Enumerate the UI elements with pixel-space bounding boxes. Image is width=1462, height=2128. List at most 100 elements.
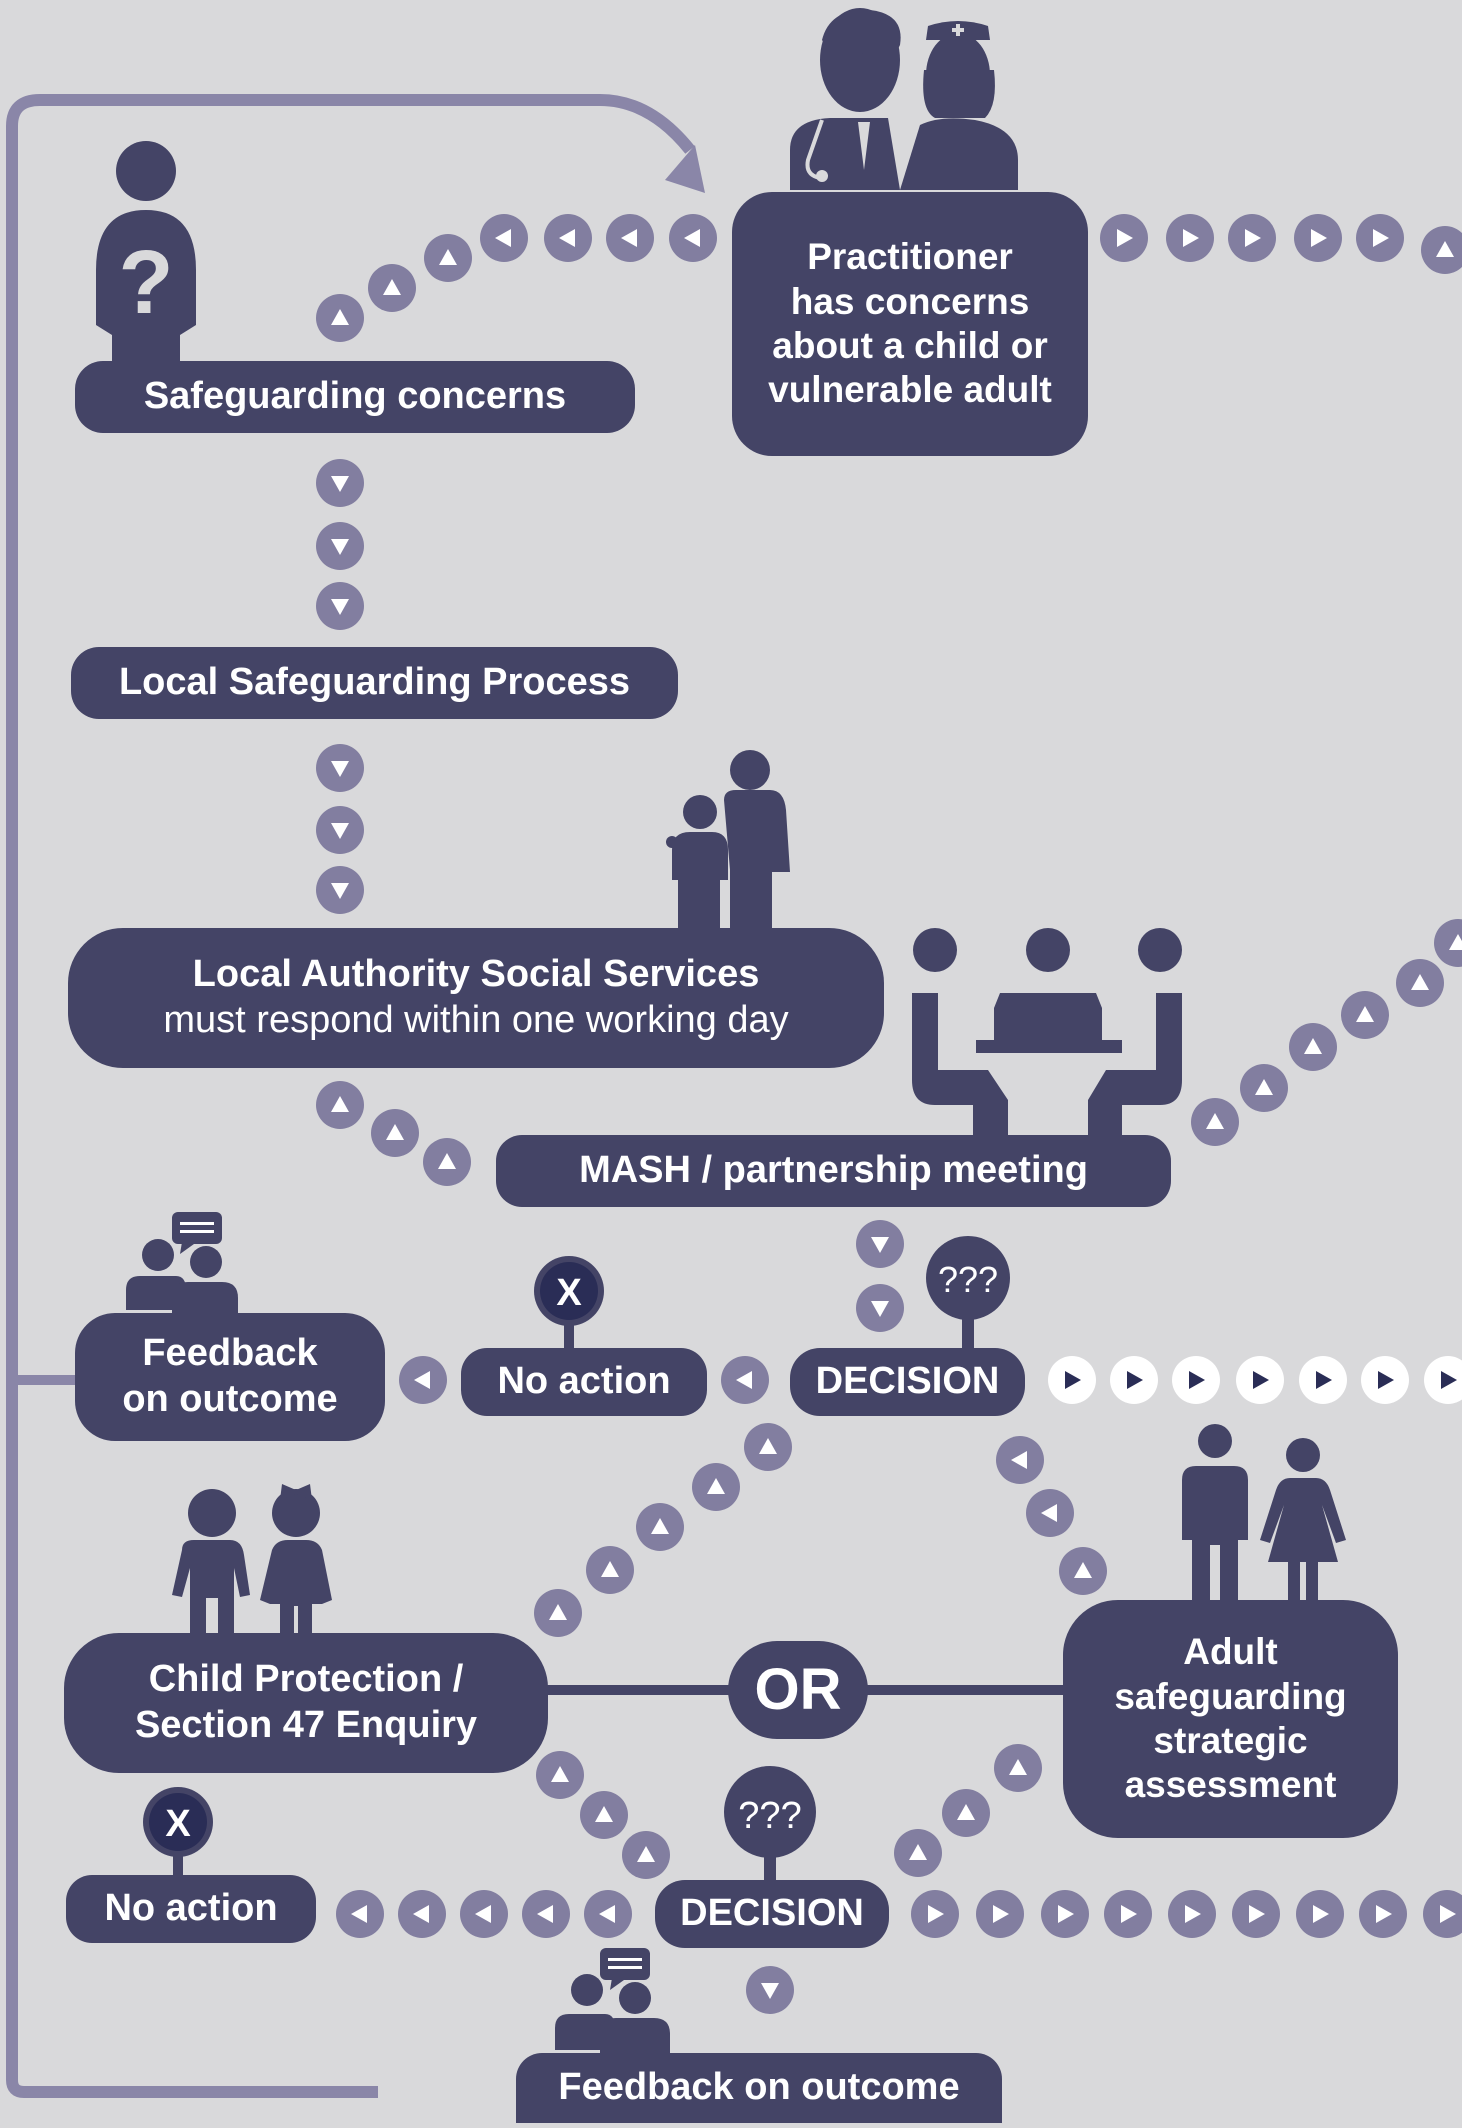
- arrow-marker: [1296, 1890, 1344, 1938]
- arrow-marker: [1424, 1356, 1462, 1404]
- adult-safeguarding-box: Adult safeguarding strategic assessment: [1063, 1600, 1398, 1838]
- decision-box-1: DECISION: [790, 1348, 1025, 1416]
- arrow-marker: [1423, 1890, 1462, 1938]
- or-label: OR: [754, 1657, 842, 1723]
- practitioner-line-4: vulnerable adult: [768, 369, 1052, 411]
- arrow-marker: [894, 1829, 942, 1877]
- svg-text:?: ?: [119, 233, 174, 333]
- social-services-box: Local Authority Social Services must res…: [68, 928, 884, 1068]
- social-services-title: Local Authority Social Services: [192, 953, 760, 996]
- decision-label-2: DECISION: [680, 1892, 864, 1935]
- arrow-marker: [622, 1831, 670, 1879]
- social-services-subtitle: must respond within one working day: [163, 999, 789, 1041]
- feedback-on-outcome-box-1: Feedback on outcome: [75, 1313, 385, 1441]
- arrow-marker: [544, 214, 592, 262]
- child-protection-box: Child Protection / Section 47 Enquiry: [64, 1633, 548, 1773]
- arrow-marker: [721, 1356, 769, 1404]
- arrow-marker: [1359, 1890, 1407, 1938]
- arrow-marker: [1361, 1356, 1409, 1404]
- arrow-marker: [856, 1284, 904, 1332]
- arrow-marker: [399, 1356, 447, 1404]
- arrow-marker: [669, 214, 717, 262]
- arrow-marker: [606, 214, 654, 262]
- child-protection-line-1: Child Protection /: [148, 1658, 464, 1701]
- x-badge-icon: X: [143, 1787, 213, 1875]
- arrow-marker: [1421, 226, 1462, 274]
- return-connector-arrowhead: [665, 145, 705, 193]
- mash-meeting-box: MASH / partnership meeting: [496, 1135, 1171, 1207]
- decision-label-1: DECISION: [815, 1360, 1000, 1403]
- arrow-marker: [1356, 214, 1404, 262]
- arrow-marker: [746, 1966, 794, 2014]
- arrow-marker: [1166, 214, 1214, 262]
- arrow-marker: [522, 1890, 570, 1938]
- arrow-marker: [856, 1220, 904, 1268]
- arrow-marker: [480, 214, 528, 262]
- no-action-label-2: No action: [104, 1887, 278, 1930]
- arrow-marker: [636, 1503, 684, 1551]
- arrow-marker: [942, 1789, 990, 1837]
- local-safeguarding-process-box: Local Safeguarding Process: [71, 647, 678, 719]
- arrow-marker: [1172, 1356, 1220, 1404]
- x-badge-icon: X: [534, 1256, 604, 1350]
- meeting-table-icon: [912, 928, 1182, 1135]
- arrow-marker: [316, 582, 364, 630]
- arrow-marker: [316, 522, 364, 570]
- feedback-1-line-1: Feedback: [142, 1332, 318, 1375]
- question-person-icon: ?: [96, 141, 196, 362]
- arrow-marker: [398, 1890, 446, 1938]
- adults-icon: [1182, 1424, 1346, 1600]
- arrow-marker: [996, 1436, 1044, 1484]
- arrow-marker: [1104, 1890, 1152, 1938]
- arrow-marker: [1110, 1356, 1158, 1404]
- local-safeguarding-process-label: Local Safeguarding Process: [118, 661, 631, 704]
- arrow-marker: [1341, 991, 1389, 1039]
- arrow-markers: [316, 214, 1462, 2014]
- arrow-marker: [692, 1463, 740, 1511]
- svg-text:???: ???: [738, 1795, 801, 1837]
- arrow-marker: [368, 264, 416, 312]
- arrow-marker: [1026, 1489, 1074, 1537]
- arrow-marker: [1289, 1023, 1337, 1071]
- arrow-marker: [316, 744, 364, 792]
- arrow-marker: [1236, 1356, 1284, 1404]
- arrow-marker: [536, 1751, 584, 1799]
- adult-safeguarding-line-2: safeguarding: [1114, 1675, 1347, 1717]
- arrow-marker: [584, 1890, 632, 1938]
- arrow-marker: [371, 1109, 419, 1157]
- arrow-marker: [976, 1890, 1024, 1938]
- practitioner-icon: [790, 8, 1018, 190]
- adult-safeguarding-line-4: assessment: [1124, 1764, 1337, 1806]
- or-box: OR: [728, 1641, 868, 1739]
- parent-child-icon: [666, 750, 790, 928]
- safeguarding-concerns-label: Safeguarding concerns: [143, 375, 567, 418]
- mash-meeting-label: MASH / partnership meeting: [579, 1149, 1088, 1192]
- arrow-marker: [744, 1423, 792, 1471]
- feedback-people-icon: [126, 1212, 238, 1316]
- question-bubble-icon: ???: [926, 1236, 1010, 1350]
- arrow-marker: [994, 1744, 1042, 1792]
- practitioner-line-3: about a child or: [772, 325, 1048, 366]
- decision-box-2: DECISION: [655, 1880, 889, 1948]
- arrow-marker: [1041, 1890, 1089, 1938]
- arrow-marker: [534, 1589, 582, 1637]
- feedback-2-label: Feedback on outcome: [558, 2066, 960, 2109]
- arrow-marker: [911, 1890, 959, 1938]
- feedback-people-icon: [555, 1948, 670, 2054]
- arrow-marker: [1240, 1064, 1288, 1112]
- no-action-label-1: No action: [497, 1360, 671, 1403]
- arrow-marker: [1059, 1547, 1107, 1595]
- arrow-marker: [423, 1138, 471, 1186]
- arrow-marker: [1232, 1890, 1280, 1938]
- practitioner-box: Practitioner has concerns about a child …: [732, 192, 1088, 456]
- arrow-marker: [316, 459, 364, 507]
- adult-safeguarding-line-1: Adult: [1183, 1631, 1278, 1673]
- arrow-marker: [1294, 214, 1342, 262]
- svg-text:X: X: [165, 1803, 191, 1845]
- adult-safeguarding-line-3: strategic: [1153, 1720, 1308, 1761]
- feedback-on-outcome-box-2: Feedback on outcome: [516, 2053, 1002, 2123]
- child-protection-line-2: Section 47 Enquiry: [134, 1704, 478, 1746]
- no-action-box-1: No action: [461, 1348, 707, 1416]
